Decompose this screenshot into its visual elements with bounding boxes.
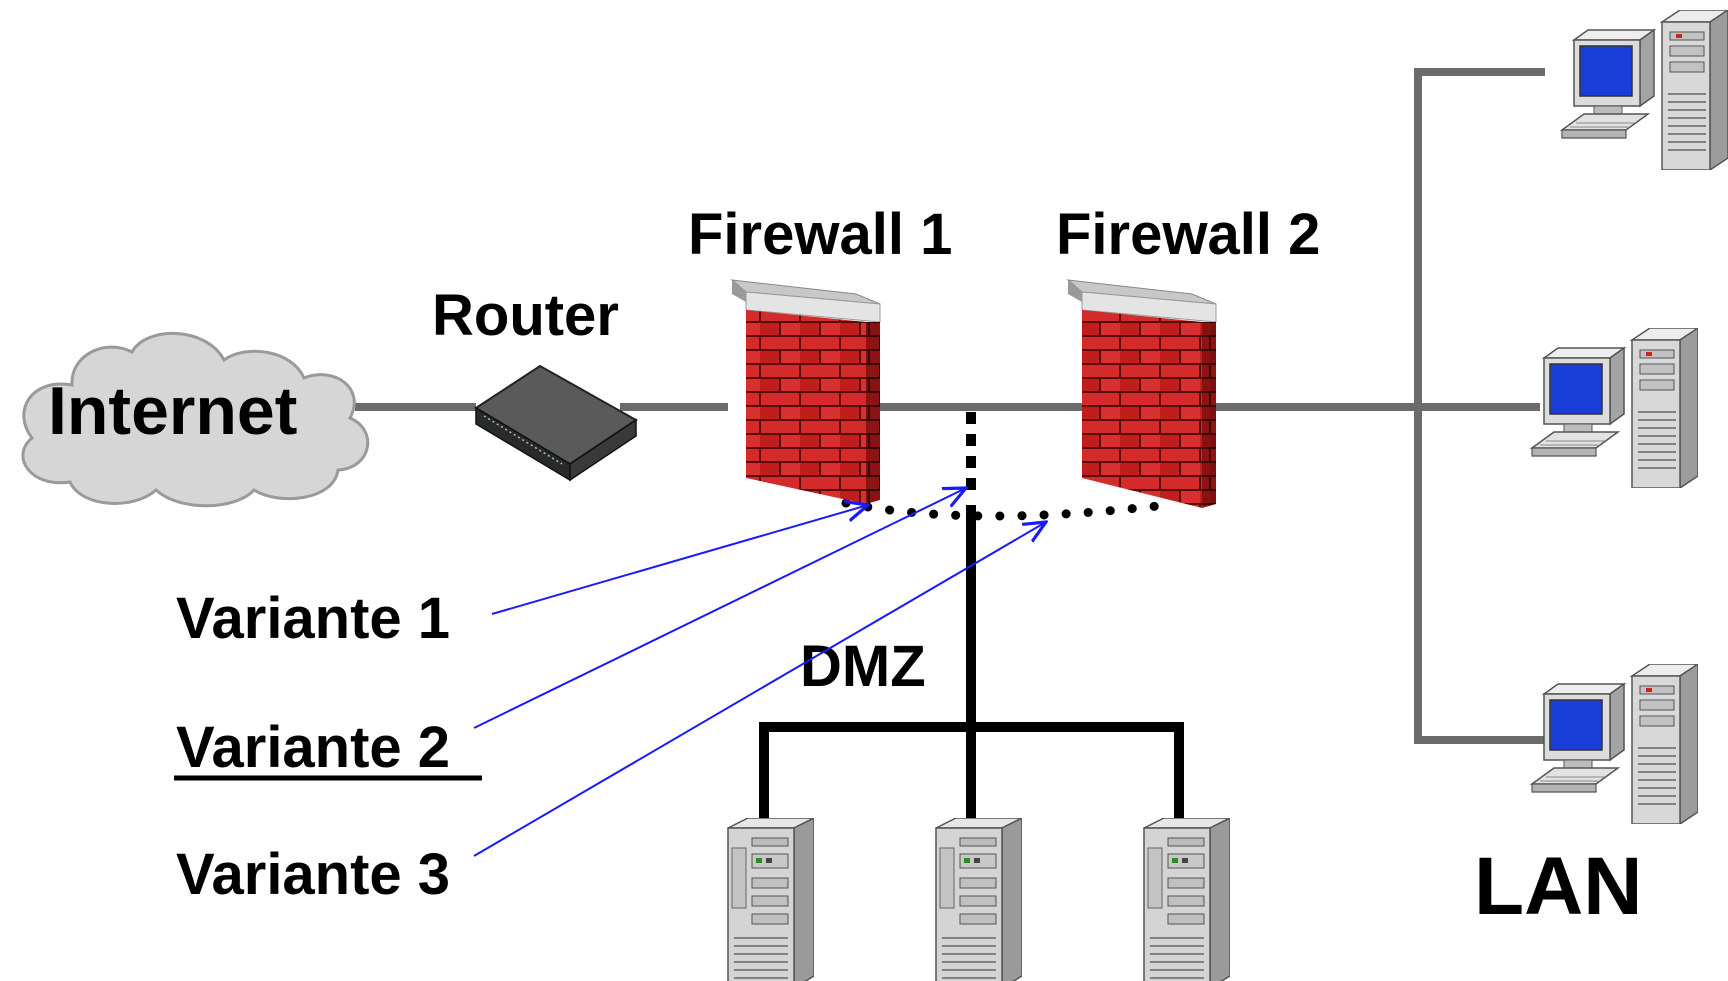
dmz-server-2-icon: [935, 818, 1022, 981]
dmz-label: DMZ: [800, 634, 926, 699]
dmz-server-3-icon: [1143, 818, 1230, 981]
internet-label: Internet: [48, 373, 297, 449]
router-label: Router: [432, 283, 619, 348]
variant-3-arrow: [473, 522, 1046, 857]
variant-1-arrow: [491, 505, 868, 615]
lan-workstation-3-icon: [1531, 664, 1698, 824]
cloud-icon: [21, 332, 370, 508]
variant-3-label: Variante 3: [176, 842, 450, 907]
lan-bus-line: [1414, 68, 1545, 744]
dmz-line: [759, 412, 1184, 830]
variant-arrows: [473, 488, 1046, 857]
lan-workstation-1-icon: [1561, 10, 1728, 170]
variant-2-label: Variante 2: [176, 715, 450, 780]
variant-1-label: Variante 1: [176, 586, 450, 651]
firewall-2-icon: [1066, 279, 1217, 508]
lan-label: LAN: [1474, 841, 1643, 932]
firewall-dotted-link: [841, 498, 1171, 521]
variant-2-arrow: [473, 488, 966, 729]
dmz-server-1-icon: [727, 818, 814, 981]
firewall-2-label: Firewall 2: [1056, 202, 1320, 267]
firewall-1-label: Firewall 1: [688, 202, 952, 267]
firewall-1-icon: [730, 279, 881, 504]
lan-workstation-2-icon: [1531, 328, 1698, 488]
router-icon: [474, 364, 638, 482]
